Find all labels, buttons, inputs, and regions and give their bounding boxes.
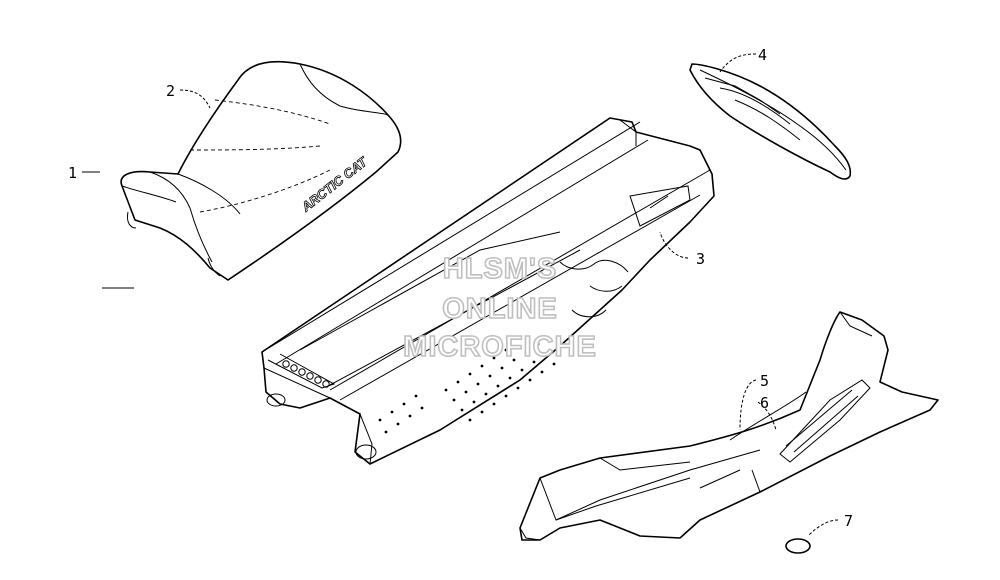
tunnel-part: [261, 117, 715, 465]
watermark-line-3: MICROFICHE: [403, 331, 597, 363]
watermark-line-2: ONLINE: [442, 293, 558, 325]
side-panel-part: [519, 311, 939, 554]
callout-6: 6: [760, 394, 769, 412]
panel-part: [689, 63, 852, 180]
callout-3: 3: [696, 250, 705, 268]
callout-4: 4: [758, 46, 767, 64]
callout-2: 2: [166, 82, 175, 100]
tunnel-vent-holes: [378, 342, 556, 434]
callout-1: 1: [68, 164, 77, 182]
callout-7: 7: [844, 512, 853, 530]
seat-part: ARCTIC CAT: [120, 60, 402, 281]
watermark: HLSM'S ONLINE MICROFICHE: [402, 252, 597, 364]
callout-5: 5: [760, 372, 769, 390]
watermark-line-1: HLSM'S: [443, 253, 557, 285]
